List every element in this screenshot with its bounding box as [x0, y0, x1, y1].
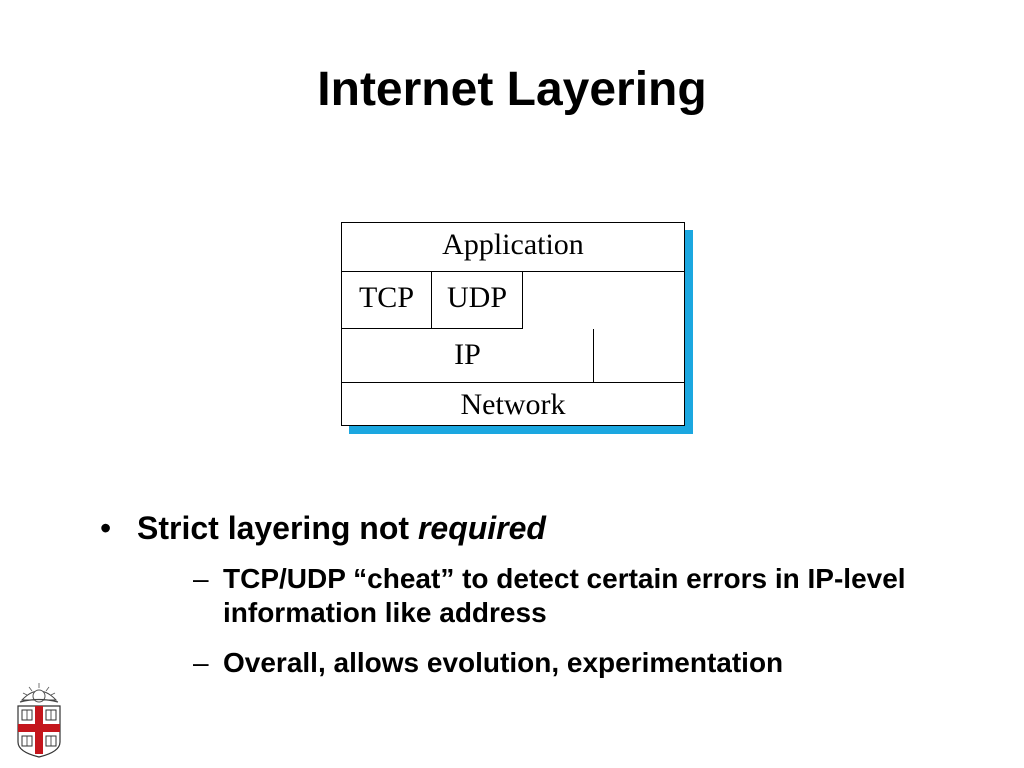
layer-udp: UDP — [432, 272, 523, 329]
layering-diagram: Application TCP UDP IP Network — [341, 222, 693, 434]
sub-bullet-text: Overall, allows evolution, experimentati… — [223, 647, 784, 678]
crest-sun — [19, 683, 59, 703]
slide-title: Internet Layering — [317, 63, 707, 116]
layer-tcp: TCP — [342, 272, 432, 329]
bullet-list: • Strict layering not required – TCP/UDP… — [96, 504, 996, 680]
sub-bullet-marker: – — [193, 647, 209, 678]
bullet-text: Strict layering not — [137, 510, 418, 546]
layer-application: Application — [342, 223, 684, 272]
university-shield-icon — [17, 683, 61, 758]
bullet-item: • Strict layering not required – TCP/UDP… — [96, 504, 996, 680]
sub-bullet-text: TCP/UDP “cheat” to detect certain errors… — [223, 563, 906, 628]
sub-bullet-list: – TCP/UDP “cheat” to detect certain erro… — [137, 562, 996, 680]
bullet-marker: • — [100, 510, 112, 546]
layer-empty-region — [594, 329, 684, 383]
diagram-frame: Application TCP UDP IP Network — [341, 222, 685, 426]
bullet-text-emphasis: required — [417, 510, 546, 546]
layer-network: Network — [342, 383, 684, 425]
sub-bullet-marker: – — [193, 563, 209, 594]
sub-bullet-item: – TCP/UDP “cheat” to detect certain erro… — [137, 562, 996, 630]
layer-ip: IP — [342, 329, 594, 383]
shield-body — [17, 705, 61, 758]
sub-bullet-item: – Overall, allows evolution, experimenta… — [137, 646, 996, 680]
